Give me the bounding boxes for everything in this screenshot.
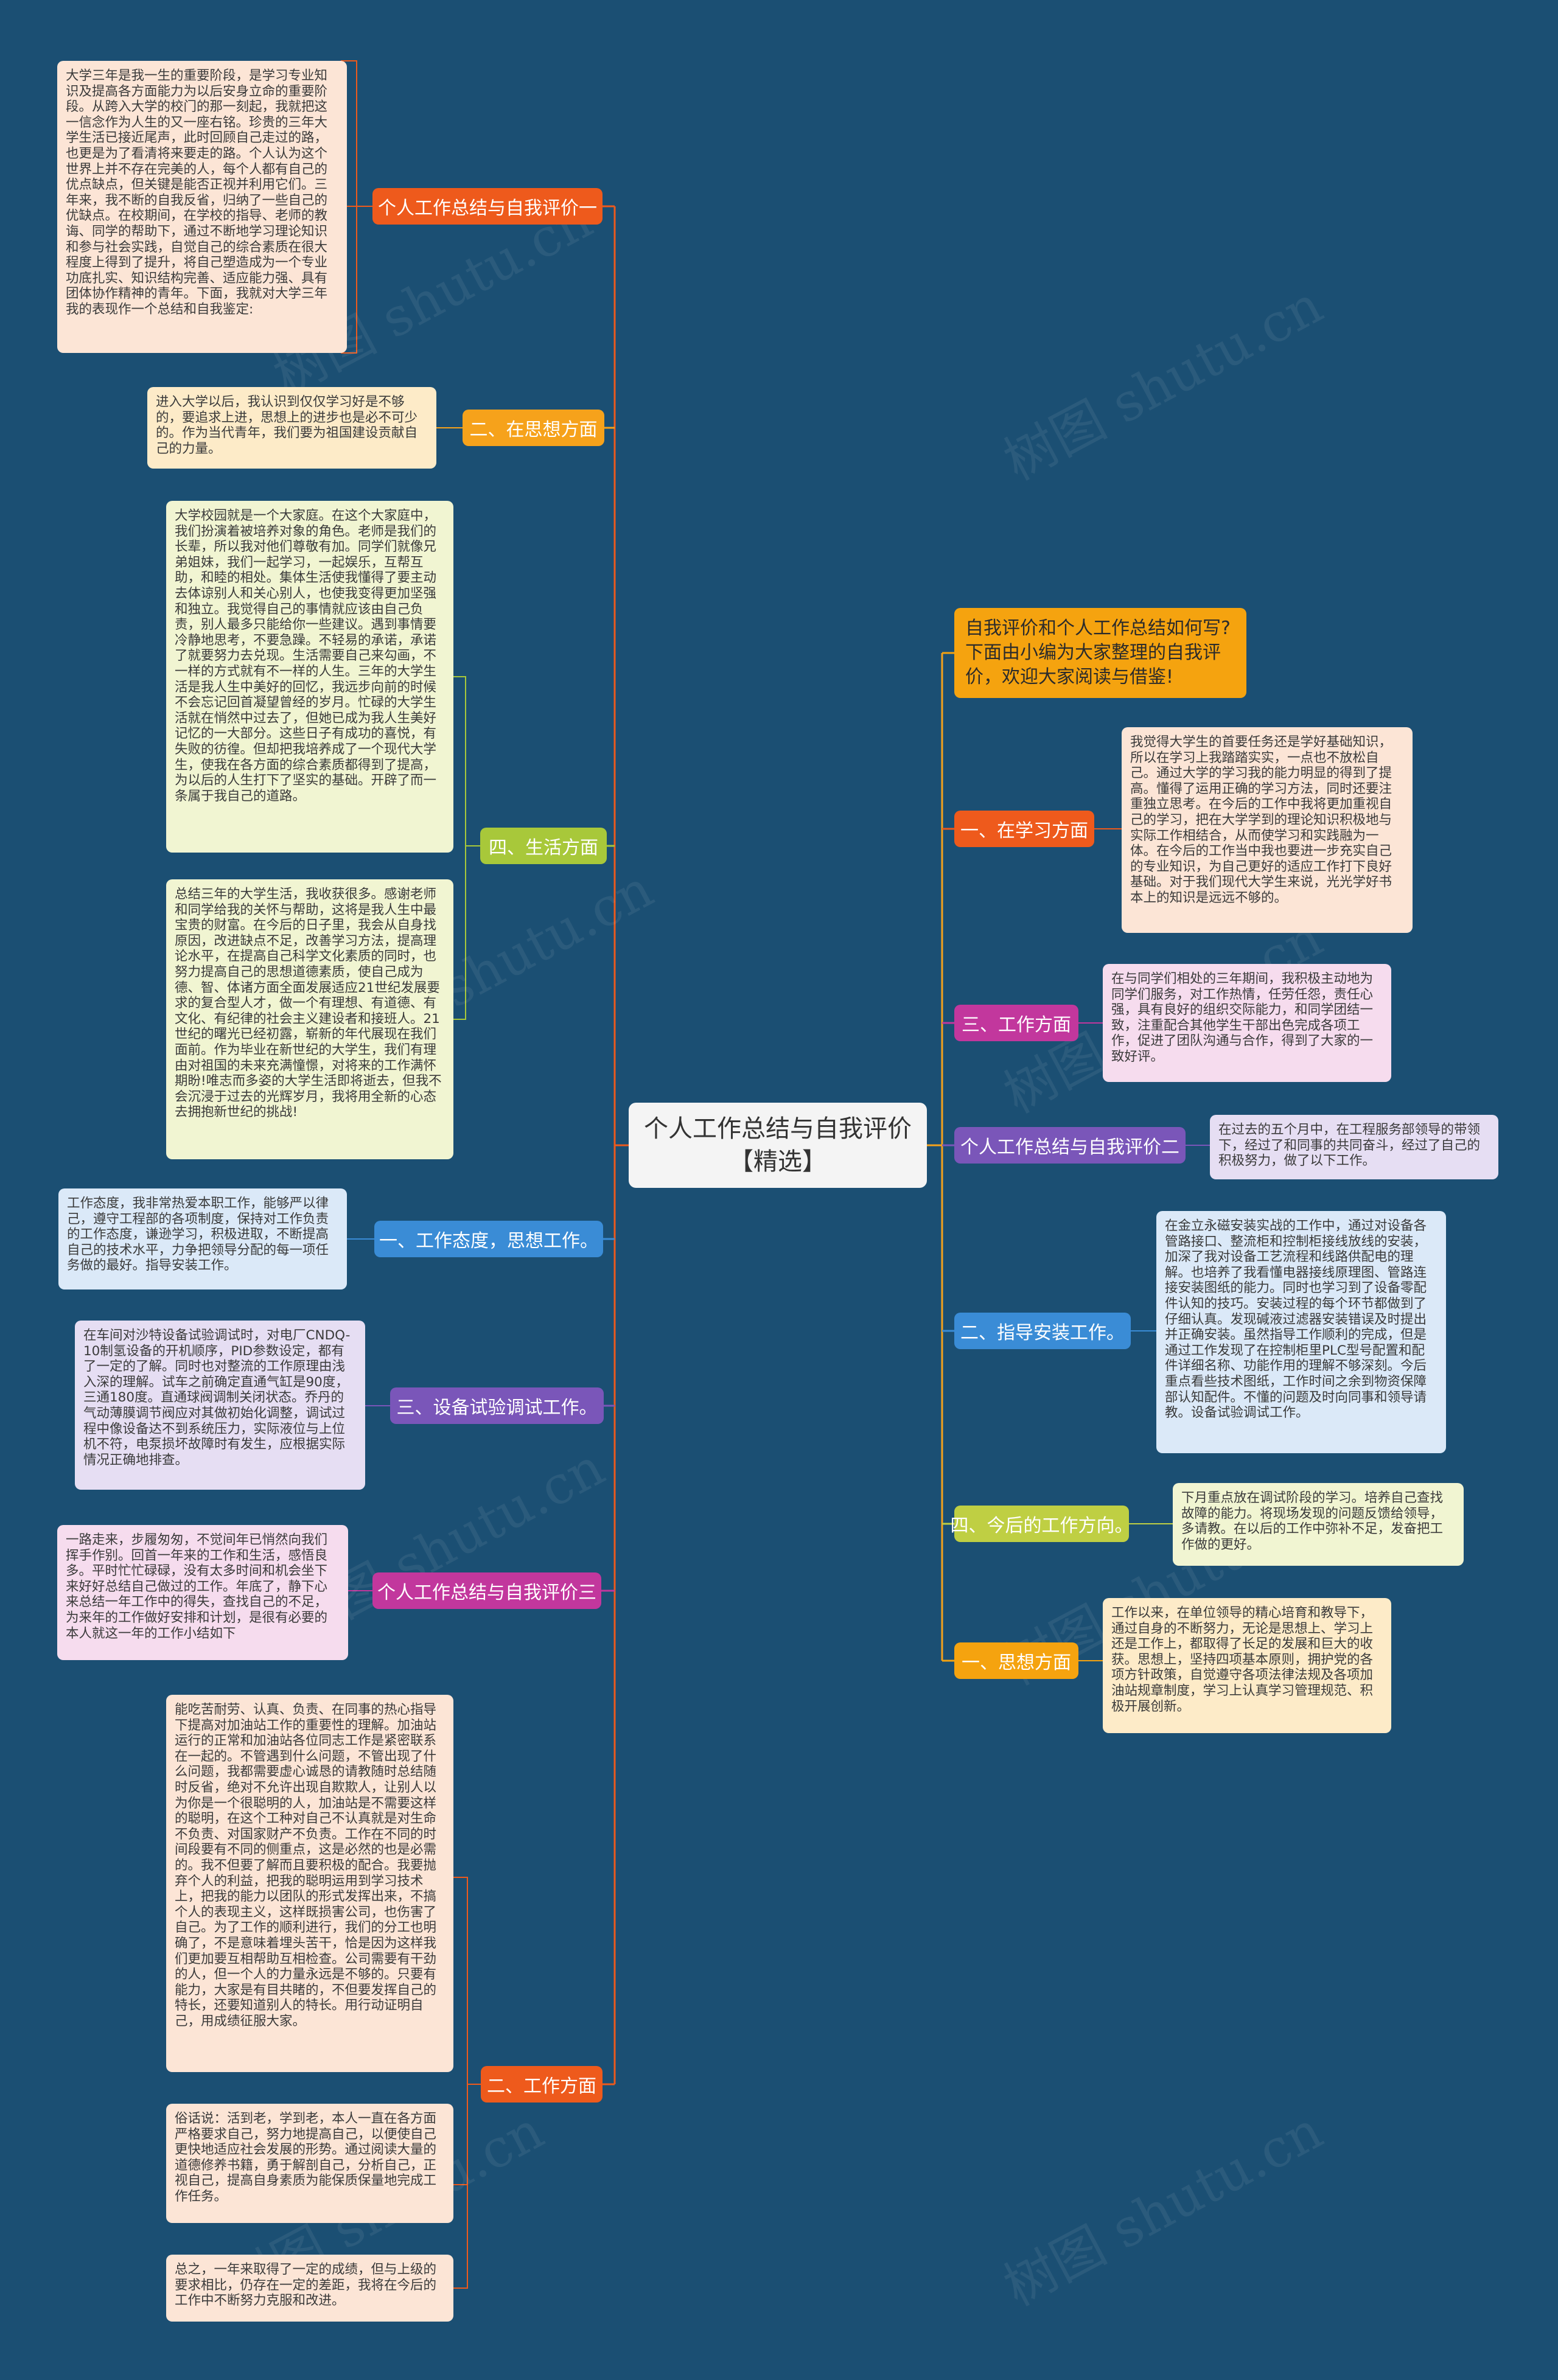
intro-note[interactable]: 自我评价和个人工作总结如何写?下面由小编为大家整理的自我评价，欢迎大家阅读与借鉴… xyxy=(954,608,1246,698)
leaf-wire-n8n10 xyxy=(453,1877,481,2289)
note-life-1: 大学校园就是一个大家庭。在这个大家庭中，我们扮演着被培养对象的角色。老师是我们的… xyxy=(166,501,453,853)
right-trunk xyxy=(927,653,943,1661)
note-summary-one: 大学三年是我一生的重要阶段，是学习专业知识及提高各方面能力为以后安身立命的重要阶… xyxy=(57,61,347,353)
branch-work[interactable]: 三、工作方面 xyxy=(954,1005,1078,1041)
note-life-2: 总结三年的大学生活，我收获很多。感谢老师和同学给我的关怀与帮助，这将是我人生中最… xyxy=(166,879,453,1159)
branch-work-aspect[interactable]: 二、工作方面 xyxy=(481,2066,603,2103)
note-thought-aspect: 工作以来，在单位领导的精心培育和教导下，通过自身的不断努力，无论是思想上、学习上… xyxy=(1103,1598,1391,1733)
note-summary-two: 在过去的五个月中，在工程服务部领导的带领下，经过了和同事的共同奋斗，经过了自己的… xyxy=(1210,1115,1498,1179)
branch-equipment-testing[interactable]: 三、设备试验调试工作。 xyxy=(390,1387,604,1424)
note-work: 在与同学们相处的三年期间，我积极主动地为同学们服务，对工作热情，任劳任怨，责任心… xyxy=(1103,964,1391,1082)
note-study: 我觉得大学生的首要任务还是学好基础知识，所以在学习上我踏踏实实，一点也不放松自己… xyxy=(1122,727,1413,933)
branch-install-guidance[interactable]: 二、指导安装工作。 xyxy=(954,1313,1131,1349)
branch-thought[interactable]: 二、在思想方面 xyxy=(463,410,604,446)
branch-summary-one[interactable]: 个人工作总结与自我评价一 xyxy=(372,188,603,225)
branch-summary-three[interactable]: 个人工作总结与自我评价三 xyxy=(372,1572,601,1609)
branch-summary-two[interactable]: 个人工作总结与自我评价二 xyxy=(954,1127,1186,1164)
branch-life[interactable]: 四、生活方面 xyxy=(480,828,607,864)
note-work-aspect-2: 俗话说：活到老，学到老，本人一直在各方面严格要求自己，努力地提高自己，以便使自己… xyxy=(166,2104,453,2223)
branch-work-attitude[interactable]: 一、工作态度，思想工作。 xyxy=(374,1221,603,1257)
note-future-direction: 下月重点放在调试阶段的学习。培养自己查找故障的能力。将现场发现的问题反馈给领导，… xyxy=(1173,1483,1464,1566)
central-topic[interactable]: 个人工作总结与自我评价 【精选】 xyxy=(629,1103,927,1188)
left-trunk xyxy=(613,206,629,2084)
note-install-guidance: 在金立永磁安装实战的工作中，通过对设备各管路接口、整流柜和控制柜接线放线的安装，… xyxy=(1156,1211,1446,1453)
note-work-attitude: 工作态度，我非常热爱本职工作，能够严以律己，遵守工程部的各项制度，保持对工作负责… xyxy=(58,1188,347,1289)
central-topic-subtitle: 【精选】 xyxy=(729,1148,826,1176)
central-topic-title: 个人工作总结与自我评价 xyxy=(644,1115,912,1143)
note-equipment-testing: 在车间对沙特设备试验调试时，对电厂CNDQ-10制氢设备的开机顺序，PID参数设… xyxy=(75,1321,365,1490)
branch-thought-aspect[interactable]: 一、思想方面 xyxy=(954,1642,1078,1679)
leaf-wire-n3n4 xyxy=(453,676,480,1020)
note-work-aspect-1: 能吃苦耐劳、认真、负责、在同事的热心指导下提高对加油站工作的重要性的理解。加油站… xyxy=(166,1695,453,2072)
branch-future-direction[interactable]: 四、今后的工作方向。 xyxy=(951,1506,1133,1542)
branch-study[interactable]: 一、在学习方面 xyxy=(954,811,1094,847)
note-summary-three: 一路走来，步履匆匆，不觉间年已悄然向我们挥手作别。回首一年来的工作和生活，感悟良… xyxy=(57,1525,348,1660)
note-thought: 进入大学以后，我认识到仅仅学习好是不够的，要追求上进，思想上的进步也是必不可少的… xyxy=(147,387,436,469)
note-work-aspect-3: 总之，一年来取得了一定的成绩，但与上级的要求相比，仍存在一定的差距，我将在今后的… xyxy=(166,2255,453,2322)
